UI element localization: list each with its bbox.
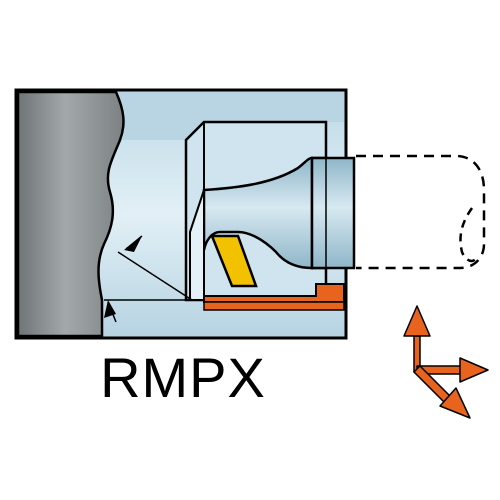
cartridge-block (310, 156, 356, 270)
bore-upper-region (118, 92, 344, 140)
tool-outline-dashed-inner (459, 207, 480, 263)
tool-type-label: RMPX (100, 346, 266, 409)
angle-arrow-lower-shaft (107, 301, 117, 323)
feed-direction-arrows-icon (403, 305, 489, 419)
angle-line (117, 251, 193, 301)
angle-arrow-upper-shaft (125, 235, 143, 250)
insert-icon (210, 234, 258, 288)
tool-shank (202, 156, 314, 270)
spindle (16, 90, 125, 338)
tool-outline-dashed (356, 154, 486, 270)
cutting-edge-strip-lower (203, 301, 345, 311)
